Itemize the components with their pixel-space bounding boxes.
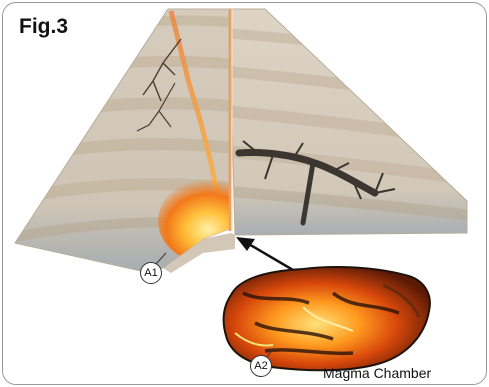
callout-a2: A2 — [250, 355, 272, 377]
magma-chamber-caption: Magma Chamber — [323, 365, 431, 381]
lava-sample-image — [224, 267, 430, 370]
callout-a1: A1 — [140, 262, 162, 284]
volcano-cross-section-diagram — [3, 3, 486, 384]
figure-label: Fig.3 — [19, 15, 68, 39]
